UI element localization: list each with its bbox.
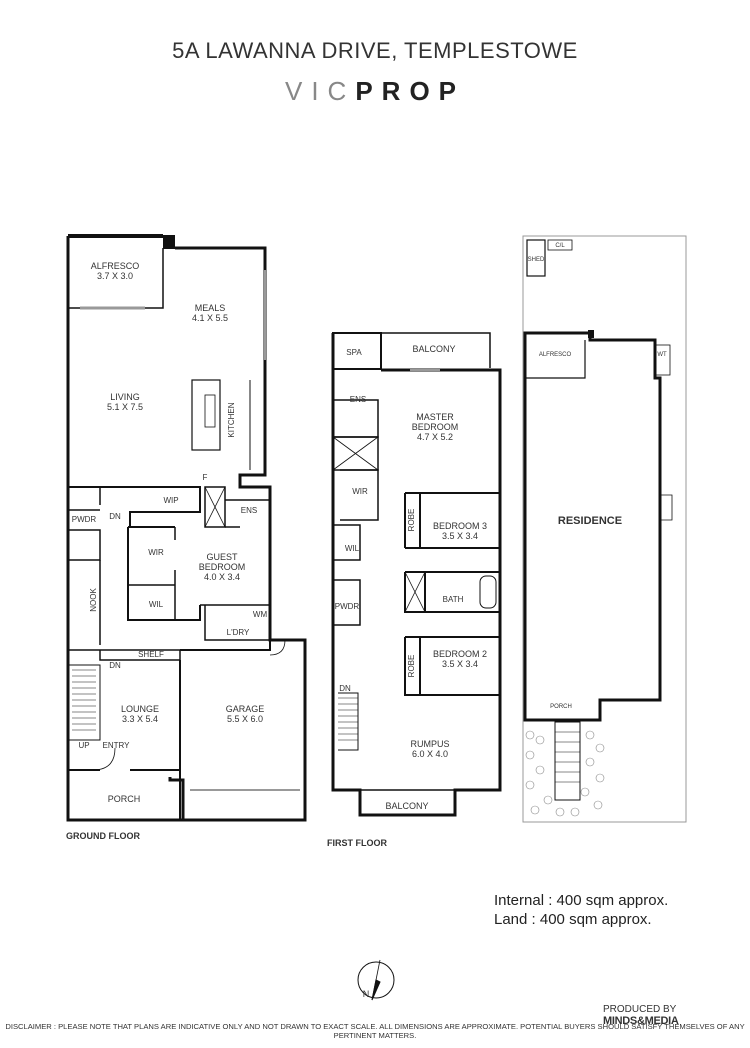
label-bedroom-3: BEDROOM 3 (433, 521, 487, 531)
ground-floor-plan (66, 234, 307, 822)
label-ground-wil: WIL (149, 600, 164, 609)
label-first-ens: ENS (350, 395, 366, 404)
land-area: Land : 400 sqm approx. (494, 911, 652, 928)
label-guest-bedroom: GUEST (206, 552, 238, 562)
label-dn-1: DN (109, 512, 121, 521)
label-alfresco: ALFRESCO (91, 261, 140, 271)
label-first-dn: DN (339, 684, 351, 693)
size-lounge: 3.3 X 5.4 (122, 714, 158, 724)
logo-part-vic: VIC (284, 76, 356, 106)
size-living: 5.1 X 7.5 (107, 402, 143, 412)
label-spa: SPA (346, 348, 362, 357)
size-alfresco: 3.7 X 3.0 (97, 271, 133, 281)
label-ground-wir: WIR (148, 548, 164, 557)
label-guest-bedroom-2: BEDROOM (199, 562, 246, 572)
label-ground-pwdr: PWDR (72, 515, 97, 524)
label-bath: BATH (443, 595, 464, 604)
agency-logo: VICPROP (0, 76, 750, 107)
label-up: UP (78, 741, 89, 750)
label-kitchen: KITCHEN (227, 402, 236, 437)
label-shelf: SHELF (138, 650, 164, 659)
label-master-bedroom: MASTER (416, 412, 454, 422)
label-robe-1: ROBE (407, 509, 416, 532)
label-first-pwdr: PWDR (335, 602, 360, 611)
label-first-wil: WIL (345, 544, 360, 553)
produced-by-prefix: PRODUCED BY (603, 1004, 677, 1015)
label-wip: WIP (163, 496, 178, 505)
label-rumpus: RUMPUS (410, 739, 449, 749)
logo-part-prop: PROP (355, 76, 466, 106)
label-garage: GARAGE (226, 704, 265, 714)
label-balcony-top: BALCONY (412, 344, 455, 354)
label-site-porch: PORCH (550, 704, 572, 710)
label-entry: ENTRY (103, 741, 131, 750)
size-garage: 5.5 X 6.0 (227, 714, 263, 724)
label-balcony-bottom: BALCONY (385, 801, 428, 811)
size-master-bedroom: 4.7 X 5.2 (417, 432, 453, 442)
compass-rose (357, 959, 395, 1001)
label-meals: MEALS (195, 303, 226, 313)
size-bedroom-2: 3.5 X 3.4 (442, 659, 478, 669)
label-master-bedroom-2: BEDROOM (412, 422, 459, 432)
label-ground-ens: ENS (241, 506, 257, 515)
label-laundry: L'DRY (227, 628, 250, 637)
label-wm: WM (253, 610, 268, 619)
label-living: LIVING (110, 392, 140, 402)
label-cl: C/L (555, 243, 565, 249)
size-guest-bedroom: 4.0 X 3.4 (204, 572, 240, 582)
first-floor-title: FIRST FLOOR (327, 838, 387, 848)
label-first-wir: WIR (352, 487, 368, 496)
size-meals: 4.1 X 5.5 (192, 313, 228, 323)
produced-by-brand: MINDS&MEDIA (603, 1015, 679, 1027)
compass-north: N (363, 989, 370, 999)
size-bedroom-3: 3.5 X 3.4 (442, 531, 478, 541)
label-ground-porch: PORCH (108, 794, 141, 804)
first-floor-plan (331, 332, 502, 817)
produced-by: PRODUCED BY MINDS&MEDIA (603, 1004, 750, 1027)
label-shed: SHED (528, 257, 545, 263)
disclaimer: DISCLAIMER : PLEASE NOTE THAT PLANS ARE … (5, 1022, 745, 1040)
label-lounge: LOUNGE (121, 704, 159, 714)
internal-area: Internal : 400 sqm approx. (494, 892, 669, 909)
label-residence: RESIDENCE (558, 515, 622, 527)
label-site-alfresco: ALFRESCO (539, 352, 572, 358)
label-nook: NOOK (89, 588, 98, 612)
site-plan (522, 235, 687, 823)
label-bedroom-2: BEDROOM 2 (433, 649, 487, 659)
ground-floor-title: GROUND FLOOR (66, 831, 140, 841)
property-address: 5A LAWANNA DRIVE, TEMPLESTOWE (172, 38, 578, 63)
label-wt: WT (657, 352, 667, 358)
label-fridge: F (203, 473, 208, 482)
size-rumpus: 6.0 X 4.0 (412, 749, 448, 759)
label-robe-2: ROBE (407, 655, 416, 678)
label-dn-2: DN (109, 661, 121, 670)
